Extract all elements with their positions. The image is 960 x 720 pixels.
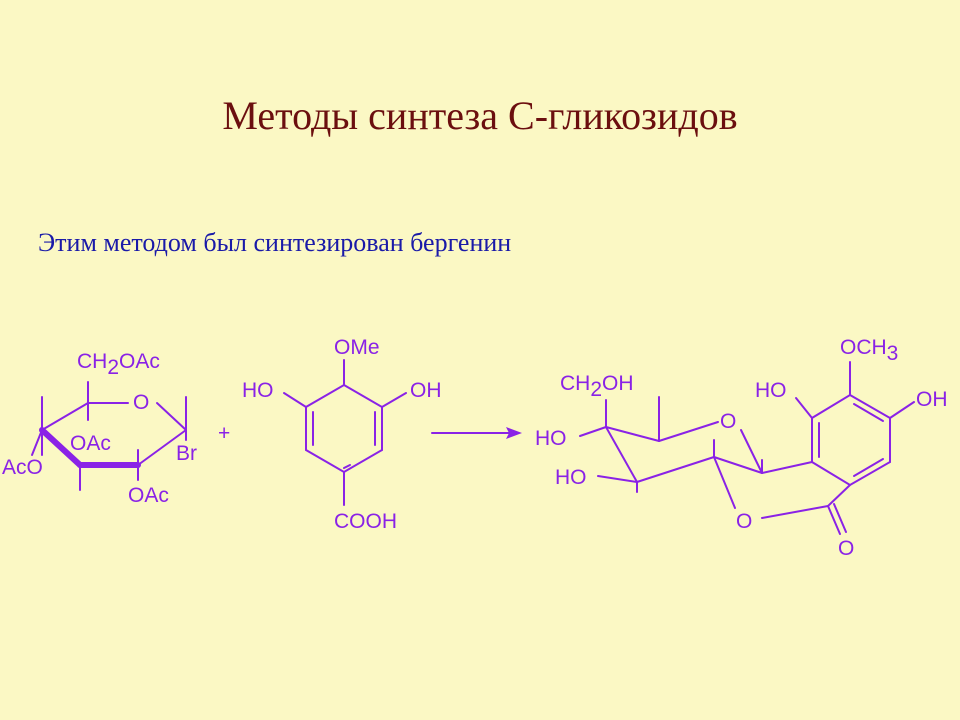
ch2oac-label: CH2OAc	[77, 350, 160, 379]
ring-oxygen-label: O	[133, 391, 149, 414]
aco-label: AcO	[2, 456, 43, 479]
ho-label-c4: HO	[555, 466, 587, 489]
ch2oh-label: CH2OH	[560, 372, 634, 401]
aryl-oh-label: OH	[916, 388, 948, 411]
plus-sign: +	[218, 422, 230, 445]
ho-label: HO	[242, 379, 274, 402]
pyranose-oxygen-label: O	[720, 410, 736, 433]
oac-label-c2: OAc	[70, 432, 111, 455]
och3-label: OCH3	[840, 336, 898, 365]
bromine-label: Br	[176, 442, 197, 465]
reactant-methylgallic-acid: OMe HO OH COOH	[242, 336, 442, 533]
aryl-ho-label: HO	[755, 379, 787, 402]
reactant-acetobromoglucose: CH2OAc O OAc Br AcO OAc	[2, 350, 197, 507]
product-bergenin: CH2OH O HO HO HO OCH3 OH O O	[535, 336, 948, 560]
cooh-label: COOH	[334, 510, 397, 533]
lactone-oxygen-label: O	[736, 510, 752, 533]
ome-label: OMe	[334, 336, 380, 359]
ho-label-c3: HO	[535, 427, 567, 450]
slide-subtitle: Этим методом был синтезирован бергенин	[38, 228, 512, 257]
carbonyl-oxygen-label: O	[838, 537, 854, 560]
slide-title: Методы синтеза С-гликозидов	[222, 93, 738, 138]
oh-label: OH	[410, 379, 442, 402]
oac-label-c3: OAc	[128, 484, 169, 507]
reaction-arrow	[431, 427, 522, 439]
